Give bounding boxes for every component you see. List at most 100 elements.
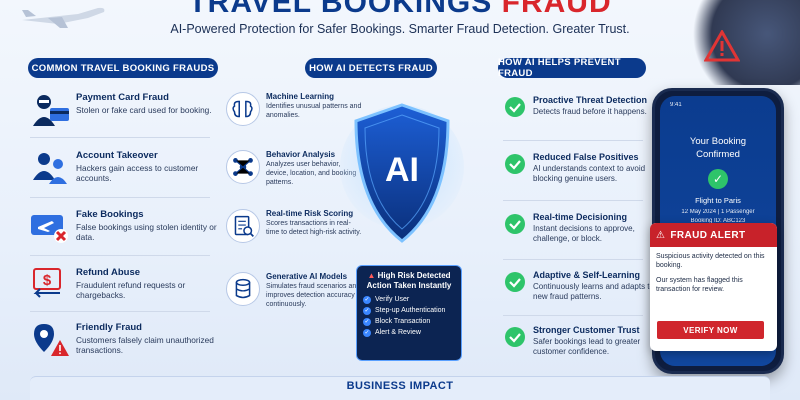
risk-action: ✓ Step-up Authentication (363, 306, 455, 315)
risk-action-label: Verify User (375, 296, 410, 304)
detect-desc: Simulates fraud scenarios and improves d… (266, 283, 361, 308)
divider (30, 255, 210, 256)
booking-confirmed-title: Your Booking Confirmed (660, 136, 776, 162)
database-icon (226, 272, 260, 306)
check-circle-icon (505, 97, 525, 117)
risk-heading-line1: High Risk Detected (377, 271, 451, 280)
prevent-item: Reduced False Positives AI understands c… (503, 152, 663, 184)
fraud-item-friendly: Friendly Fraud Customers falsely claim u… (30, 322, 230, 358)
risk-action: ✓ Alert & Review (363, 328, 455, 337)
fraud-desc: Fraudulent refund requests or chargeback… (76, 280, 186, 301)
users-icon (33, 153, 67, 184)
divider (503, 200, 643, 201)
detect-item-ml: Machine Learning Identifies unusual patt… (226, 92, 364, 126)
prevent-title: Adaptive & Self-Learning (533, 270, 641, 280)
network-icon (226, 150, 260, 184)
prevent-desc: Instant decisions to approve, challenge,… (533, 224, 635, 243)
fraud-item-refund: $ Refund Abuse Fraudulent refund request… (30, 267, 230, 303)
prevent-item: Proactive Threat Detection Detects fraud… (503, 95, 663, 119)
ai-shield-icon: AI (340, 103, 464, 243)
title-main: TRAVEL BOOKINGS (188, 0, 493, 19)
fraud-item-takeover: Account Takeover Hackers gain access to … (30, 150, 230, 186)
risk-panel: ▲ High Risk Detected Action Taken Instan… (356, 265, 462, 361)
confirm-line1: Your Booking (689, 136, 747, 147)
flight-label: Flight to Paris (695, 195, 741, 205)
airplane-icon (22, 7, 105, 28)
risk-action: ✓ Block Transaction (363, 317, 455, 326)
prevent-desc: Detects fraud before it happens. (533, 107, 647, 116)
divider (30, 137, 210, 138)
fraud-desc: Stolen or fake card used for booking. (76, 105, 212, 115)
prevent-title: Proactive Threat Detection (533, 95, 648, 105)
prevent-desc: Safer bookings lead to greater customer … (533, 337, 641, 356)
detect-desc: Scores transactions in real-time to dete… (266, 220, 362, 236)
detect-title: Generative AI Models (266, 272, 348, 281)
alert-message: Our system has flagged this transaction … (656, 276, 743, 294)
svg-text:$: $ (43, 272, 52, 289)
detect-desc: Identifies unusual patterns and anomalie… (266, 103, 362, 119)
check-icon: ✓ (363, 306, 371, 315)
prevent-item: Real-time Decisioning Instant decisions … (503, 212, 663, 244)
risk-heading-line2: Action Taken Instantly (366, 281, 452, 291)
detect-item-behavior: Behavior Analysis Analyzes user behavior… (226, 150, 364, 187)
fraud-title: Friendly Fraud (76, 322, 142, 333)
detect-desc: Analyzes user behavior, device, location… (266, 161, 357, 186)
subtitle: AI-Powered Protection for Safer Bookings… (170, 22, 630, 36)
check-circle-icon (505, 272, 525, 292)
business-impact-title: BUSINESS IMPACT (346, 380, 454, 392)
fraud-title: Account Takeover (76, 150, 158, 161)
prevent-title: Stronger Customer Trust (533, 325, 640, 335)
check-icon: ✓ (363, 295, 371, 304)
title-accent: FRAUD (501, 0, 612, 19)
alert-body: Suspicious activity detected on this boo… (650, 247, 777, 305)
warning-icon: ▲ (367, 271, 376, 280)
check-circle-icon (505, 154, 525, 174)
prevent-title: Reduced False Positives (533, 152, 639, 162)
risk-action-label: Alert & Review (375, 329, 421, 337)
risk-action: ✓ Verify User (363, 295, 455, 304)
brain-icon (226, 92, 260, 126)
booking-id: Booking ID: ABC123 (690, 217, 746, 224)
hacker-card-icon (33, 95, 69, 126)
check-icon: ✓ (363, 317, 371, 326)
refund-icon: $ (33, 268, 61, 298)
fraud-title: Refund Abuse (76, 267, 141, 278)
alert-title: FRAUD ALERT (670, 229, 746, 241)
prevent-title: Real-time Decisioning (533, 212, 628, 222)
hacker-background (690, 0, 800, 85)
fraud-desc: Customers falsely claim unauthorized tra… (76, 335, 214, 356)
prevent-desc: Continuously learns and adapts to new fr… (533, 282, 654, 301)
detect-item-risk: Real-time Risk Scoring Scores transactio… (226, 209, 364, 243)
fraud-title: Payment Card Fraud (76, 92, 169, 103)
alert-message: Suspicious activity detected on this boo… (656, 253, 765, 270)
risk-action-label: Step-up Authentication (375, 307, 446, 315)
column-header-prevents: HOW AI HELPS PREVENT FRAUD (498, 57, 646, 79)
prevent-item: Adaptive & Self-Learning Continuously le… (503, 270, 663, 302)
status-time: 9:41 (670, 102, 682, 108)
risk-action-label: Block Transaction (375, 318, 431, 326)
column-header-detects: HOW AI DETECTS FRAUD (305, 58, 437, 78)
ticket-x-icon (31, 215, 68, 243)
location-warning-icon (34, 324, 69, 356)
risk-heading: ▲ High Risk Detected Action Taken Instan… (363, 271, 455, 292)
divider (30, 197, 210, 198)
detect-title: Machine Learning (266, 92, 335, 101)
column-header-frauds: COMMON TRAVEL BOOKING FRAUDS (28, 58, 218, 78)
verify-now-button[interactable]: VERIFY NOW (657, 321, 764, 339)
fraud-desc: False bookings using stolen identity or … (76, 222, 217, 243)
business-impact-strip (30, 376, 770, 400)
page-title: TRAVEL BOOKINGS FRAUD (0, 0, 800, 20)
divider (503, 140, 643, 141)
check-circle-icon (505, 214, 525, 234)
prevent-item: Stronger Customer Trust Safer bookings l… (503, 325, 663, 357)
divider (503, 259, 643, 260)
fraud-item-fake: Fake Bookings False bookings using stole… (30, 209, 230, 245)
document-search-icon (226, 209, 260, 243)
fraud-alert-card: ⚠ FRAUD ALERT Suspicious activity detect… (650, 223, 777, 351)
check-icon: ✓ (363, 328, 371, 337)
warning-icon (704, 30, 740, 62)
shield-text: AI (385, 151, 419, 189)
check-icon: ✓ (708, 168, 728, 189)
check-circle-icon (505, 327, 525, 347)
fraud-title: Fake Bookings (76, 209, 144, 220)
